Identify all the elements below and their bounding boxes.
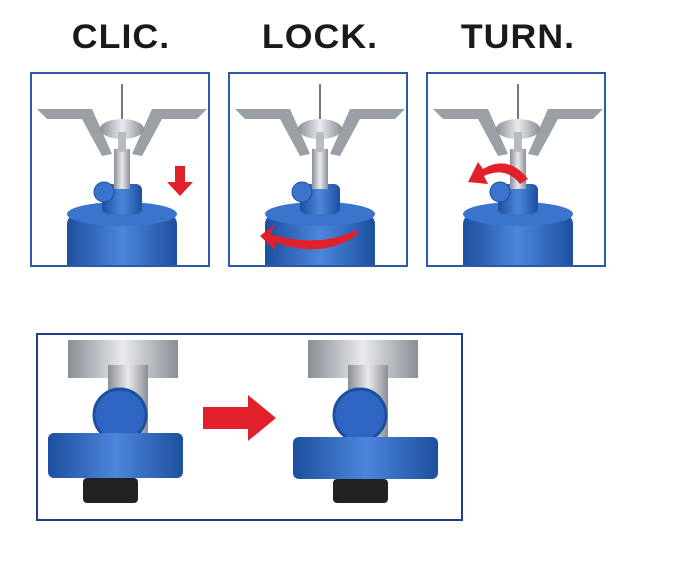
valve-before-after-illustration xyxy=(48,340,438,503)
arrow-down-icon xyxy=(167,166,193,196)
stove-cartridge-illustration xyxy=(432,83,604,265)
arrow-right-icon xyxy=(203,395,276,441)
step-title-clic: CLIC. xyxy=(71,18,171,56)
turn-arrow-icon xyxy=(468,162,528,184)
step-panel-lock xyxy=(228,72,408,267)
rotate-arrow-icon xyxy=(260,224,358,250)
stove-cartridge-illustration xyxy=(234,83,406,265)
step-title-lock: LOCK. xyxy=(261,18,379,56)
valve-comparison-panel xyxy=(36,333,463,521)
step-panel-turn xyxy=(426,72,606,267)
stove-cartridge-illustration xyxy=(36,83,208,265)
step-panel-clic xyxy=(30,72,210,267)
valve-after xyxy=(293,340,438,503)
step-title-turn: TURN. xyxy=(460,18,576,56)
valve-before xyxy=(48,340,183,503)
